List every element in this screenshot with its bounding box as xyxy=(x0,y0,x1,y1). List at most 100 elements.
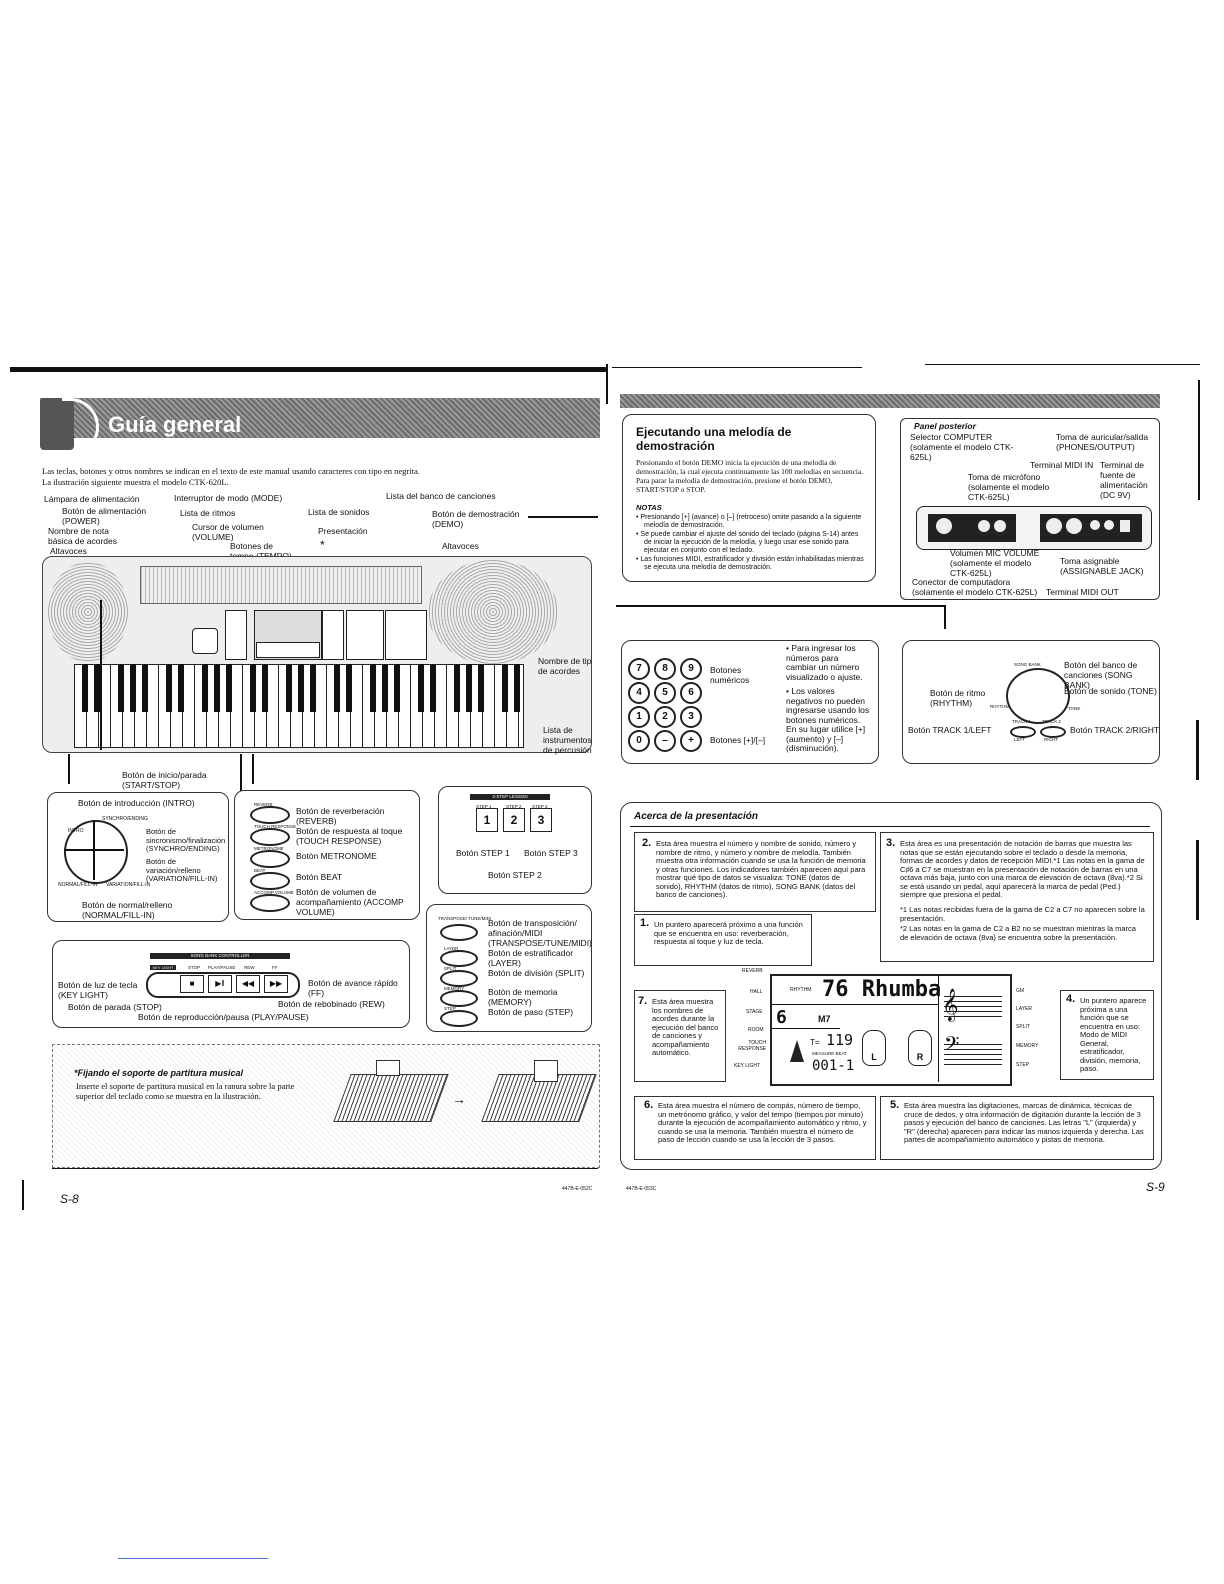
numeric-key[interactable]: 3 xyxy=(680,706,702,728)
intro-line-2: La ilustración siguiente muestra el mode… xyxy=(42,477,229,487)
mic-volume-knob-icon[interactable] xyxy=(978,520,990,532)
variation-label: Botón de variación/relleno (VARIATION/FI… xyxy=(146,857,218,883)
label-nombre-tip: Nombre de tip de acordes xyxy=(538,656,592,676)
speaker-right xyxy=(428,560,558,664)
display-title-rule xyxy=(630,826,1150,827)
spine-rule xyxy=(606,364,608,404)
keylight-key-label: KEY LIGHT xyxy=(150,965,176,970)
area-6-number: 6. xyxy=(644,1099,654,1111)
rew-label: Botón de rebobinado (REW) xyxy=(278,999,385,1009)
lcd-divider-1 xyxy=(770,1004,938,1005)
step2-button[interactable]: 2 xyxy=(503,808,525,832)
conector-label: Conector de computadora (solamente el mo… xyxy=(912,577,1038,597)
mic-label: Toma de micrófono (solamente el modelo C… xyxy=(968,472,1050,502)
numeric-key[interactable]: 4 xyxy=(628,682,650,704)
ff-key-label: FF xyxy=(272,965,278,970)
beat-button[interactable]: BEAT xyxy=(250,868,290,890)
synchro-key: SYNCHRO/ENDING xyxy=(102,816,148,822)
track1-button[interactable] xyxy=(1010,726,1036,738)
songbank-key: SONG BANK xyxy=(1014,662,1041,667)
computer-label: Selector COMPUTER (solamente el modelo C… xyxy=(910,432,1014,462)
memory-button[interactable]: MEMORY xyxy=(440,986,478,1007)
label-nombre-nota: Nombre de nota básica de acordes xyxy=(48,526,117,546)
lcd-measure-label: MEASURE BEAT xyxy=(812,1051,847,1056)
footer-link-rule xyxy=(118,1558,268,1559)
area-1-number: 1. xyxy=(640,917,650,929)
touch-response-button[interactable]: TOUCH RESPONSE xyxy=(250,824,296,846)
area-7-number: 7. xyxy=(638,995,648,1007)
dc-jack-icon xyxy=(1120,520,1130,532)
reverb-button[interactable]: REVERB xyxy=(250,802,290,824)
scan-edge xyxy=(1198,380,1200,500)
label-lampara: Lámpara de alimentación xyxy=(44,494,140,504)
rhythm-label: Botón de ritmo (RHYTHM) xyxy=(930,688,986,708)
step3-button[interactable]: 3 xyxy=(530,808,552,832)
numeric-key[interactable]: 1 xyxy=(628,706,650,728)
lcd-divider-2 xyxy=(770,1028,840,1029)
variation-key: VARIATION/FILL-IN xyxy=(106,882,151,888)
area-5-box xyxy=(880,1096,1154,1160)
right-header-bar xyxy=(620,394,1160,408)
intro-dial-icon[interactable] xyxy=(64,820,128,884)
demo-title: Ejecutando una melodía de demostración xyxy=(636,425,792,453)
area-3-footnote-1: *1 Las notas recibidas fuera de la gama … xyxy=(900,905,1145,923)
accomp-volume-button[interactable]: ACCOMP VOLUME xyxy=(250,890,294,912)
stop-button[interactable]: ■ xyxy=(180,975,204,993)
transpose-button[interactable]: TRANSPOSE/ TUNE/MIDI xyxy=(438,916,491,941)
song-bank-header: SONG BANK CONTROLLER xyxy=(150,953,290,959)
step-header: 3-STEP LESSON xyxy=(470,794,550,800)
numeric-key[interactable]: 5 xyxy=(654,682,676,704)
midi-in-port-icon xyxy=(1066,518,1082,534)
indicator-stage: STAGE xyxy=(746,1009,763,1015)
layer-button[interactable]: LAYER xyxy=(440,946,478,967)
indicator-keylight: KEY LIGHT xyxy=(734,1063,761,1069)
songbank-dial-icon[interactable] xyxy=(1006,668,1070,724)
keyboard-mode-control xyxy=(192,628,218,654)
rear-panel-title: Panel posterior xyxy=(914,421,976,431)
lcd-chord-number: 6 xyxy=(776,1007,787,1028)
assignable-label: Toma asignable (ASSIGNABLE JACK) xyxy=(1060,556,1144,576)
label-power: Botón de alimentación (POWER) xyxy=(62,506,147,526)
step1-button[interactable]: 1 xyxy=(476,808,498,832)
rew-button[interactable]: ◀◀ xyxy=(236,975,260,993)
numeric-key[interactable]: 0 xyxy=(628,730,650,752)
ff-button[interactable]: ▶▶ xyxy=(264,975,288,993)
arrow-line-demo xyxy=(528,516,598,518)
lcd-tempo: 119 xyxy=(826,1031,854,1049)
label-ritmos: Lista de ritmos xyxy=(180,508,236,518)
arrow-line xyxy=(252,754,254,784)
left-key: LEFT xyxy=(1014,737,1026,742)
numeric-key[interactable]: 2 xyxy=(654,706,676,728)
numeric-key[interactable]: 7 xyxy=(628,658,650,680)
left-hand-icon: L xyxy=(862,1030,886,1066)
area-6-text: Esta área muestra el número de compás, n… xyxy=(658,1101,867,1144)
label-percusion: Lista de instrumentos de percusión xyxy=(543,725,592,755)
scan-edge xyxy=(22,1180,24,1210)
step-button[interactable]: STEP xyxy=(440,1006,478,1027)
numeric-label: Botones numéricos xyxy=(710,665,750,685)
numeric-key[interactable]: + xyxy=(680,730,702,752)
label-start-stop: Botón de inicio/parada (START/STOP) xyxy=(122,770,207,790)
bass-staff xyxy=(944,1040,1002,1066)
mic-jack-icon xyxy=(994,520,1006,532)
step1-label: Botón STEP 1 xyxy=(456,848,510,858)
area-6-box xyxy=(634,1096,876,1160)
rew-key-label: REW xyxy=(244,965,255,970)
dial-cross-h xyxy=(64,849,124,851)
numeric-bullet-2: • Los valores negativos no pueden ingres… xyxy=(786,686,870,753)
indicator-touch: TOUCH RESPONSE xyxy=(738,1040,766,1052)
arrow-line xyxy=(100,600,102,750)
numeric-key[interactable]: 6 xyxy=(680,682,702,704)
numeric-key[interactable]: 8 xyxy=(654,658,676,680)
indicator-reverb: REVERB xyxy=(742,968,763,974)
metronome-button[interactable]: METRONOME xyxy=(250,846,290,868)
numeric-key[interactable]: – xyxy=(654,730,676,752)
track2-button[interactable] xyxy=(1040,726,1066,738)
assignable-jack-icon xyxy=(1090,520,1100,530)
title-bar xyxy=(40,398,600,438)
step2-key-label: STEP 2 xyxy=(506,804,522,809)
numeric-key[interactable]: 9 xyxy=(680,658,702,680)
play-pause-button[interactable]: ▶‖ xyxy=(208,975,232,993)
split-button[interactable]: SPLIT xyxy=(440,966,478,987)
